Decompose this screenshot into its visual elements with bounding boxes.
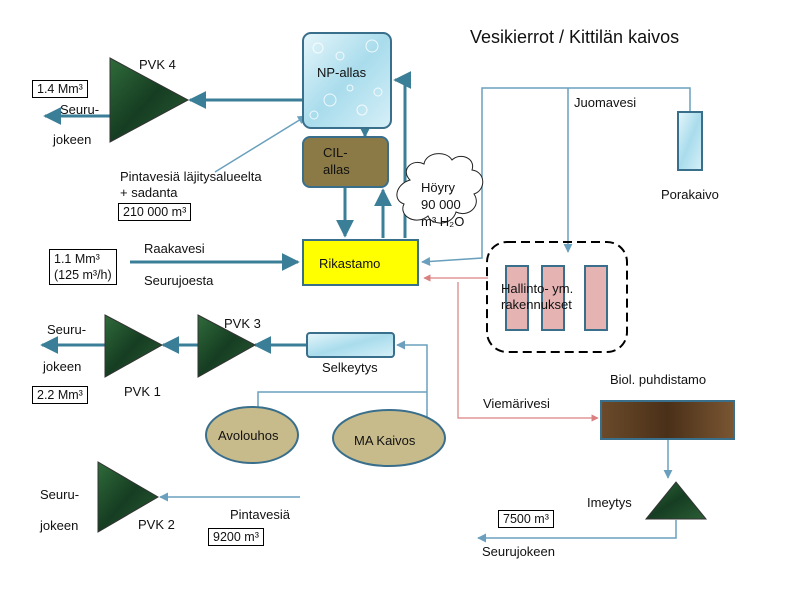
raakavesi-volume-1: 1.1 Mm³	[54, 252, 100, 266]
hallinto-label-2: rakennukset	[501, 297, 572, 312]
raakavesi-label: Raakavesi	[144, 241, 205, 256]
hallinto-area	[486, 241, 628, 353]
building-2	[541, 265, 565, 331]
rikastamo	[302, 239, 419, 286]
pvk4-volume: 1.4 Mm³	[32, 80, 88, 98]
flow-imeytys-to-river	[477, 520, 677, 543]
pvk1-seuru-1: Seuru-	[47, 322, 87, 337]
selkeytys-basin	[306, 332, 395, 358]
flow-rikastamo-to-np	[393, 71, 412, 238]
selkeytys-label: Selkeytys	[322, 360, 378, 375]
diagram-title: Vesikierrot / Kittilän kaivos	[470, 27, 680, 47]
cil-allas	[302, 136, 389, 188]
pintavesia-label-2: + sadanta	[120, 185, 178, 200]
cil-allas-label-2: allas	[323, 162, 350, 177]
seurujokeen-label: Seurujokeen	[482, 544, 555, 559]
pvk1-volume: 2.2 Mm³	[32, 386, 88, 404]
np-allas-label: NP-allas	[317, 65, 367, 80]
building-3	[584, 265, 608, 331]
building-1	[505, 265, 529, 331]
hallinto-label-1: Hallinto- ym.	[501, 281, 574, 296]
avolouhos-label: Avolouhos	[218, 428, 279, 443]
raakavesi-volume: 1.1 Mm³ (125 m³/h)	[49, 249, 117, 285]
sewer-lines	[423, 274, 599, 422]
hoyry-label-1: Höyry	[421, 180, 455, 195]
pintavesia-pvk2-label: Pintavesiä	[230, 507, 290, 522]
pintavesia-label-1: Pintavesiä läjitysalueelta	[120, 169, 262, 184]
pvk2-label: PVK 2	[138, 517, 175, 532]
imeytys-pond	[644, 481, 708, 520]
np-allas	[302, 32, 392, 129]
flow-lines-thin	[159, 87, 691, 543]
hoyry-label-2: 90 000	[421, 197, 461, 212]
seurujoesta-label: Seurujoesta	[144, 273, 214, 288]
pvk3-label: PVK 3	[224, 316, 261, 331]
pvk4-label: PVK 4	[139, 57, 176, 72]
flow-makaivos-to-selkeytys	[396, 340, 428, 420]
cil-allas-label-1: CIL-	[323, 145, 348, 160]
pvk2-volume: 9200 m³	[208, 528, 264, 546]
sewer-to-biol	[457, 282, 599, 422]
biol-puhdistamo-label: Biol. puhdistamo	[610, 372, 707, 387]
porakaivo-label: Porakaivo	[661, 187, 719, 202]
imeytys-label: Imeytys	[587, 495, 632, 510]
raakavesi-volume-2: (125 m³/h)	[54, 268, 112, 282]
ma-kaivos-mine	[332, 409, 446, 467]
flow-pintavesia-to-np	[214, 115, 307, 173]
rikastamo-label: Rikastamo	[319, 256, 381, 271]
hoyry-label-3: m³ H₂O	[421, 214, 465, 229]
pintavesia-volume: 210 000 m³	[118, 203, 192, 221]
pvk1-label: PVK 1	[124, 384, 161, 399]
ma-kaivos-label: MA Kaivos	[354, 433, 416, 448]
pvk4-seuru-1: Seuru-	[60, 102, 100, 117]
flow-avolouhos-to-selkeytys	[257, 391, 427, 410]
pvk4-pond	[109, 57, 190, 143]
imeytys-volume: 7500 m³	[498, 510, 554, 528]
avolouhos-pit	[205, 406, 299, 464]
pvk4-seuru-2: jokeen	[53, 132, 92, 147]
pvk1-seuru-2: jokeen	[43, 359, 82, 374]
juomavesi-label: Juomavesi	[574, 95, 637, 110]
pvk2-seuru-2: jokeen	[40, 518, 79, 533]
pvk3-pond	[197, 314, 257, 378]
biol-puhdistamo	[600, 400, 735, 440]
hoyry-cloud	[396, 153, 484, 224]
pvk2-seuru-1: Seuru-	[40, 487, 80, 502]
pvk1-pond	[104, 314, 164, 378]
pvk2-pond	[97, 461, 159, 533]
porakaivo-well	[677, 111, 703, 171]
viemarivesi-label: Viemärivesi	[483, 396, 550, 411]
